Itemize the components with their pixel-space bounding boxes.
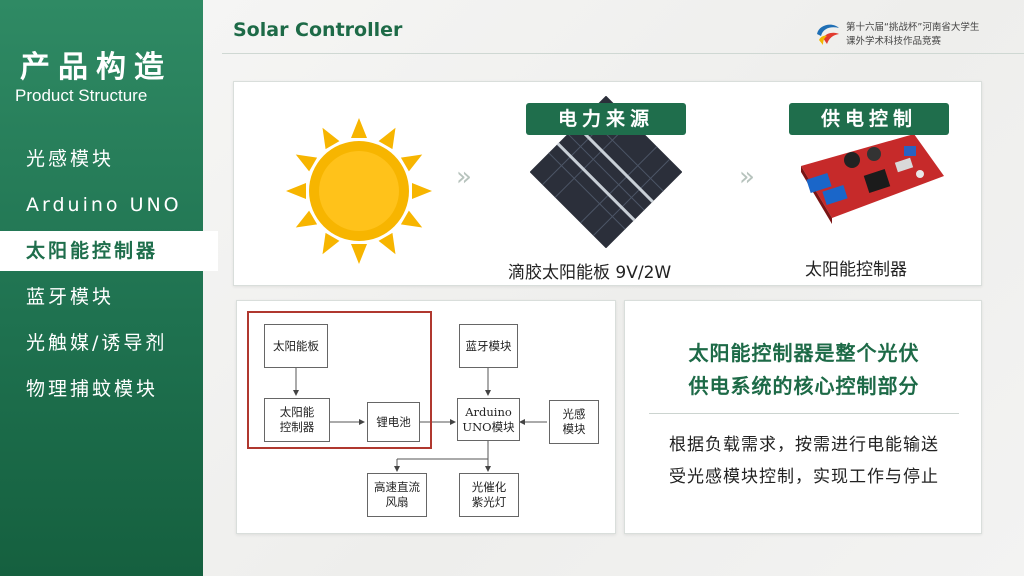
summary-heading-line-1: 太阳能控制器是整个光伏 bbox=[688, 341, 920, 365]
summary-panel: 太阳能控制器是整个光伏 供电系统的核心控制部分 根据负载需求，按需进行电能输送 … bbox=[624, 300, 982, 534]
controller-board-image bbox=[801, 134, 944, 224]
controller-caption: 太阳能控制器 bbox=[805, 260, 907, 280]
diagram-connectors bbox=[293, 368, 547, 472]
summary-heading: 太阳能控制器是整个光伏 供电系统的核心控制部分 bbox=[625, 337, 983, 403]
power-control-tag: 供电控制 bbox=[789, 103, 949, 135]
sun-icon bbox=[286, 118, 432, 264]
diagram-controller-label-1: 太阳能 bbox=[279, 405, 315, 419]
section-subtitle: Product Structure bbox=[15, 86, 148, 105]
diagram-arduino: Arduino UNO模块 bbox=[457, 398, 520, 441]
solar-panel-caption: 滴胶太阳能板 9V/2W bbox=[508, 263, 672, 283]
challenge-cup-logo bbox=[817, 24, 839, 45]
diagram-uv-label-1: 光催化 bbox=[471, 480, 507, 494]
sidebar-item-solar-controller[interactable]: 太阳能控制器 bbox=[0, 231, 218, 271]
sidebar: 产品构造 Product Structure 光感模块 Arduino UNO … bbox=[0, 0, 218, 576]
sidebar-item-bluetooth[interactable]: 蓝牙模块 bbox=[26, 286, 115, 308]
summary-divider bbox=[649, 413, 959, 414]
diagram-bluetooth-label: 蓝牙模块 bbox=[465, 338, 512, 353]
diagram-fan-label-2: 风扇 bbox=[385, 495, 409, 509]
page-title: Solar Controller bbox=[233, 19, 403, 41]
section-title: 产品构造 bbox=[20, 50, 172, 85]
sidebar-item-arduino[interactable]: Arduino UNO bbox=[26, 194, 182, 216]
diagram-light-label-2: 模块 bbox=[562, 422, 586, 436]
power-source-tag: 电力来源 bbox=[526, 103, 686, 135]
diagram-uv-label-2: 紫光灯 bbox=[471, 495, 507, 509]
diagram-arduino-label-1: Arduino bbox=[465, 404, 512, 419]
diagram-solar-panel-label: 太阳能板 bbox=[273, 338, 319, 353]
diagram-arduino-label-2: UNO模块 bbox=[462, 419, 515, 434]
organizer-line-2: 课外学术科技作品竞赛 bbox=[846, 36, 942, 47]
diagram-fan-label-1: 高速直流 bbox=[374, 480, 420, 494]
diagram-solar-controller: 太阳能 控制器 bbox=[264, 398, 330, 442]
diagram-solar-panel: 太阳能板 bbox=[264, 324, 328, 368]
chevron-icon: » bbox=[739, 162, 755, 192]
organizer-line-1: 第十六届“挑战杯”河南省大学生 bbox=[846, 22, 980, 33]
block-diagram-panel: 太阳能板 太阳能 控制器 锂电池 蓝牙模块 Arduino UNO模块 光感 模… bbox=[236, 300, 616, 534]
summary-heading-line-2: 供电系统的核心控制部分 bbox=[688, 374, 920, 398]
organizer-text: 第十六届“挑战杯”河南省大学生 课外学术科技作品竞赛 bbox=[846, 21, 979, 49]
summary-body: 根据负载需求，按需进行电能输送 受光感模块控制，实现工作与停止 bbox=[625, 429, 983, 493]
sidebar-nav: 光感模块 Arduino UNO 太阳能控制器 蓝牙模块 光触媒/诱导剂 物理捕… bbox=[0, 136, 220, 412]
summary-body-line-2: 受光感模块控制，实现工作与停止 bbox=[669, 467, 939, 487]
summary-body-line-1: 根据负载需求，按需进行电能输送 bbox=[669, 435, 939, 455]
power-flow-panel: » 电力来源 滴胶太阳能板 9V/2W » bbox=[233, 81, 982, 286]
diagram-battery-label: 锂电池 bbox=[376, 414, 411, 429]
diagram-bluetooth: 蓝牙模块 bbox=[459, 324, 518, 368]
diagram-light-label-1: 光感 bbox=[562, 407, 586, 421]
chevron-icon: » bbox=[456, 162, 472, 192]
sidebar-item-light-sensor[interactable]: 光感模块 bbox=[26, 148, 115, 170]
diagram-fan: 高速直流 风扇 bbox=[367, 473, 427, 517]
sidebar-item-mosquito-trap[interactable]: 物理捕蚊模块 bbox=[26, 378, 159, 400]
diagram-light-sensor: 光感 模块 bbox=[549, 400, 599, 444]
diagram-uv-lamp: 光催化 紫光灯 bbox=[459, 473, 519, 517]
header-divider bbox=[222, 53, 1024, 54]
diagram-battery: 锂电池 bbox=[367, 402, 420, 442]
controller-highlight bbox=[247, 311, 432, 449]
diagram-controller-label-2: 控制器 bbox=[279, 420, 315, 434]
sidebar-item-photocatalyst[interactable]: 光触媒/诱导剂 bbox=[26, 332, 168, 354]
